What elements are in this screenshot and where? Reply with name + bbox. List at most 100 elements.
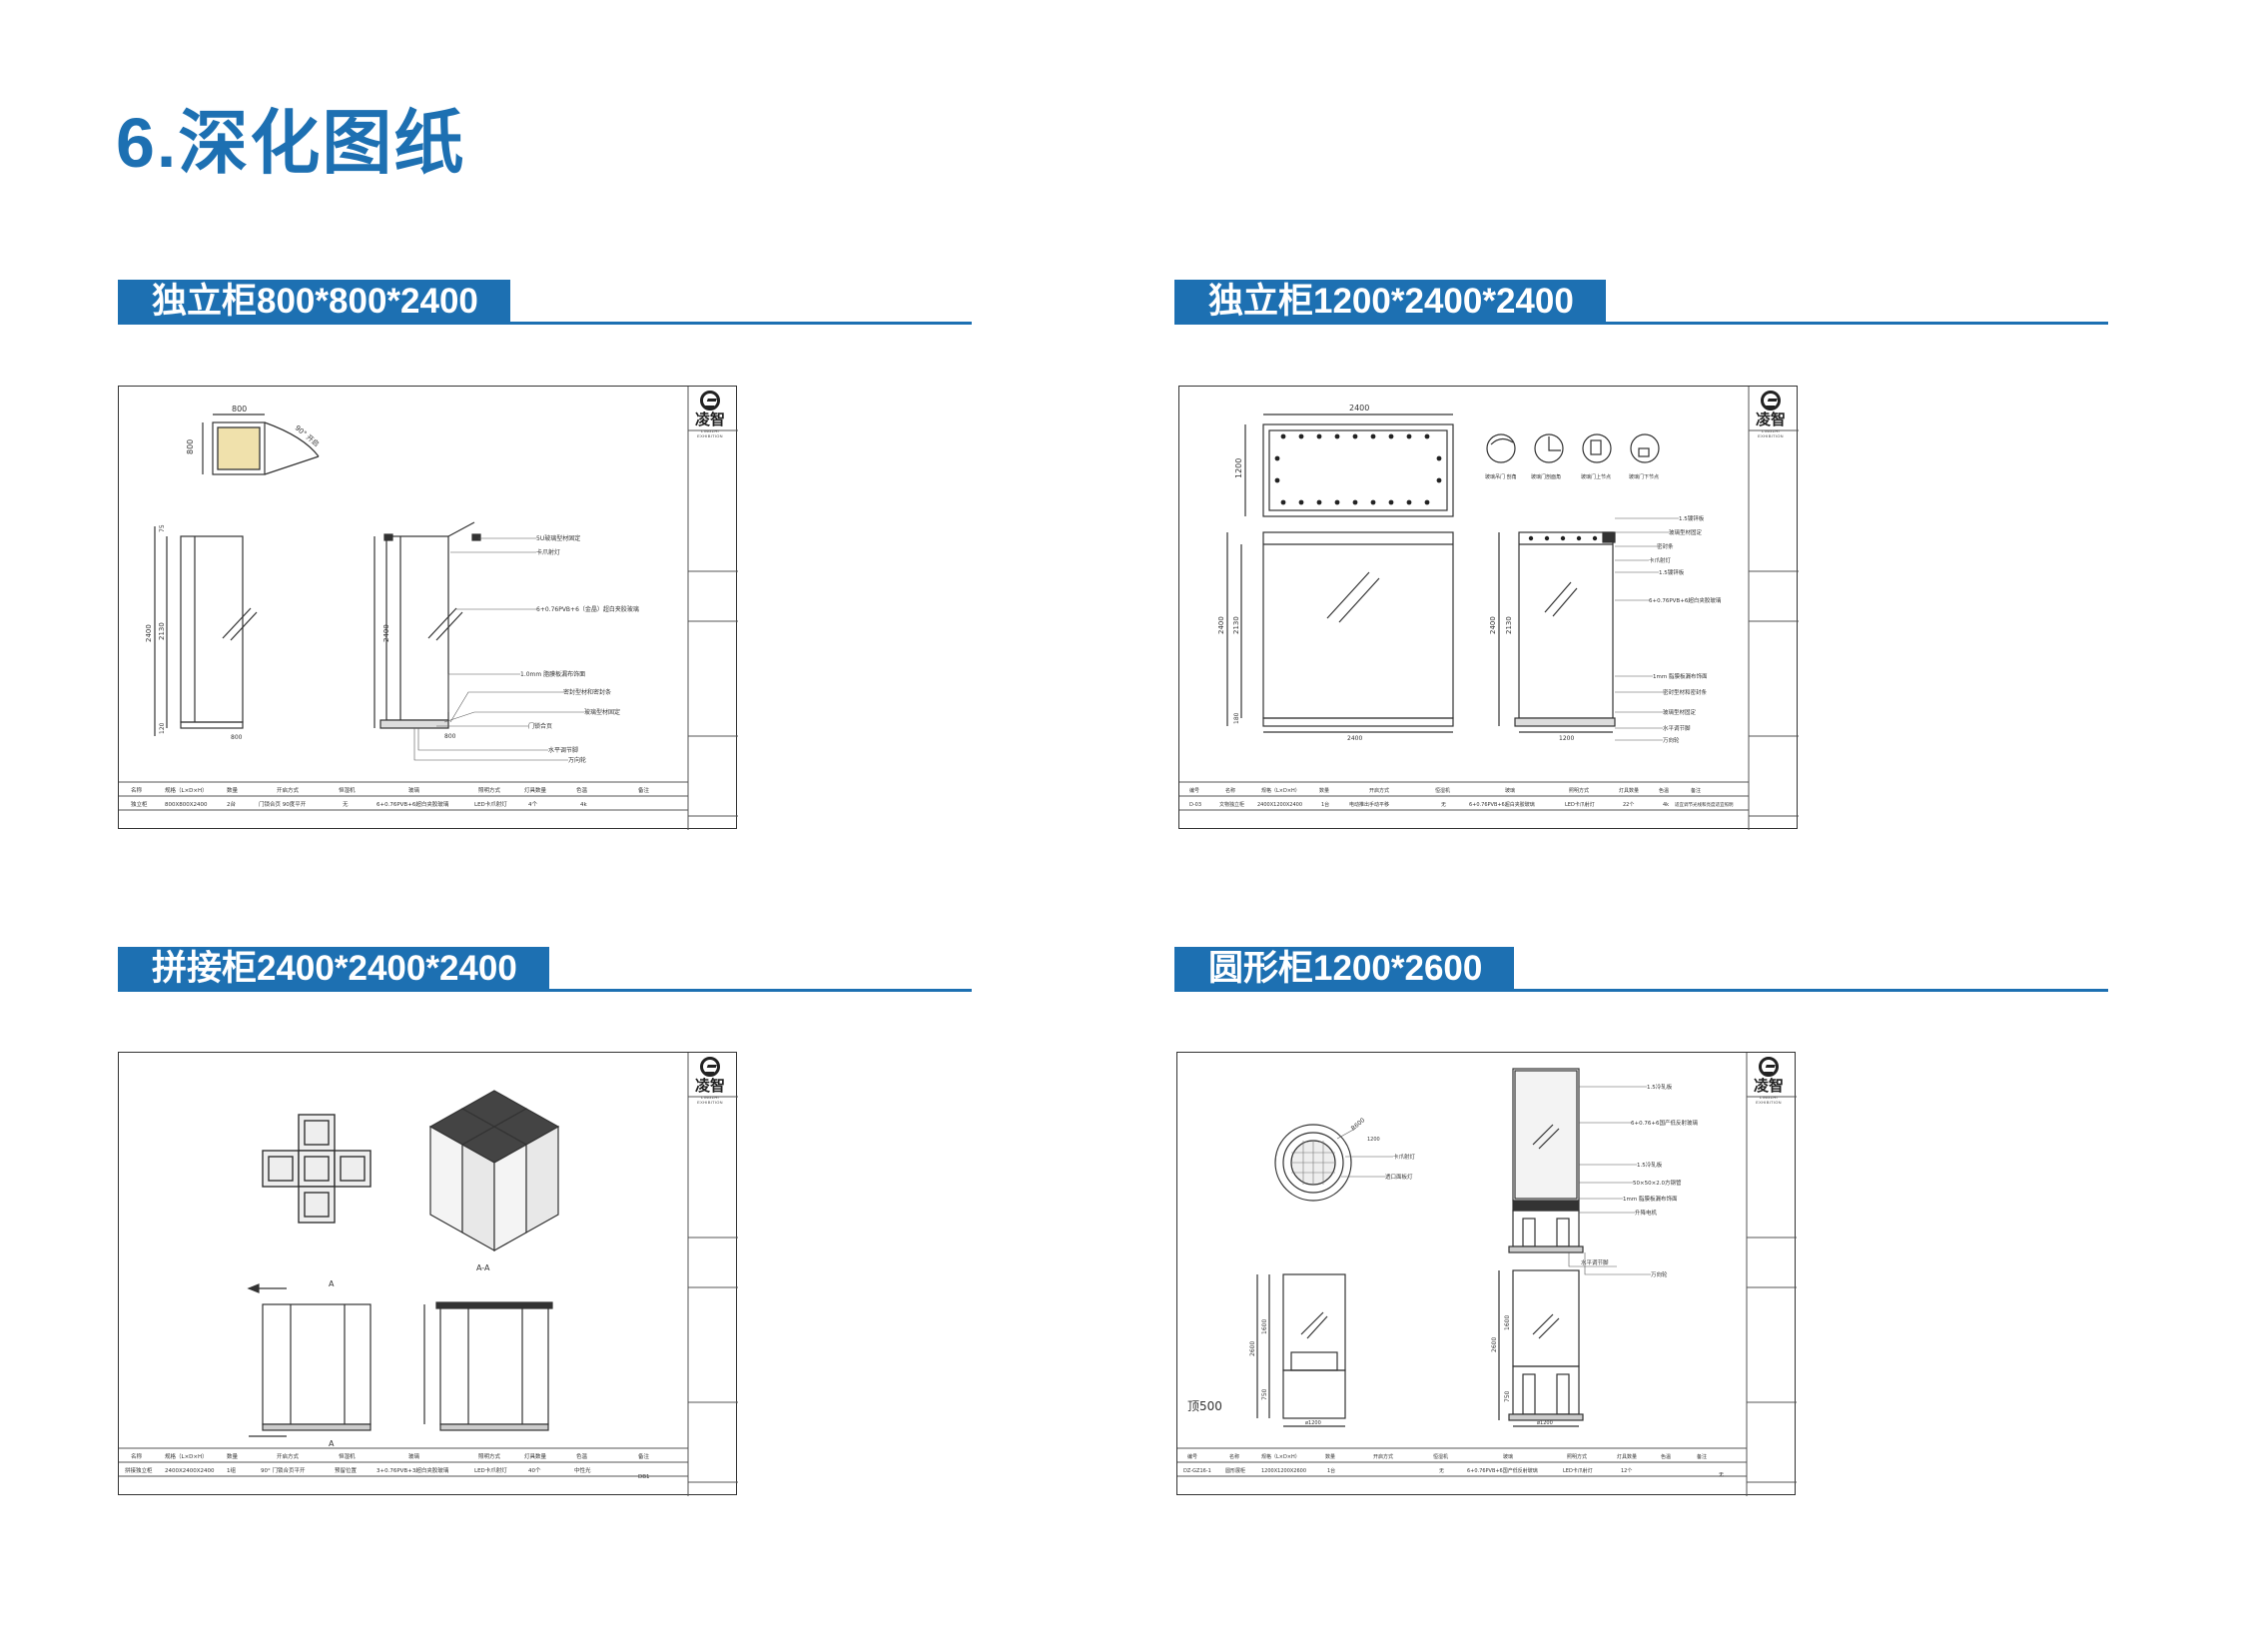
- light-dot: [1592, 535, 1598, 541]
- leaders-1: [413, 537, 584, 761]
- callout-2-10: 万向轮: [1663, 736, 1680, 744]
- td-3-7: 40个: [528, 1467, 541, 1474]
- td-1-2: 2台: [227, 800, 236, 808]
- td-4-5: 无: [1439, 1468, 1444, 1474]
- th-1-3: 开启方式: [277, 786, 300, 794]
- spec-table-4: 编号 名称 规格（L×D×H） 数量 开启方式 恒湿机 玻璃 照明方式 灯具数量…: [1183, 1453, 1724, 1478]
- th-3-5: 玻璃: [408, 1452, 420, 1460]
- brand-mark-icon: [700, 1057, 720, 1077]
- brand-sub: LINGZHI EXHIBITION: [697, 1095, 723, 1105]
- light-dot: [1280, 499, 1286, 505]
- th-4-7: 照明方式: [1567, 1453, 1587, 1460]
- th-1-4: 恒湿机: [339, 786, 356, 794]
- plan-view: [202, 413, 320, 475]
- light-dot: [1370, 499, 1376, 505]
- td-3-8: 中性光: [574, 1466, 591, 1474]
- brand-sub: LINGZHI EXHIBITION: [697, 428, 723, 438]
- td-1-5: 6+0.76PVB+6超白夹胶玻璃: [376, 800, 449, 808]
- callout-4-5: 升降电机: [1635, 1209, 1658, 1217]
- light-dot: [1274, 477, 1280, 483]
- th-1-6: 照明方式: [478, 786, 501, 794]
- section-mark-3-bottom: A: [329, 1439, 335, 1448]
- plan-view-2: [1244, 413, 1454, 517]
- callout-4-0: 1.5冷轧板: [1647, 1083, 1673, 1091]
- td-3-3: 90° 门锁合页平开: [261, 1466, 306, 1474]
- detail-nodes-2: [1486, 433, 1660, 463]
- th-2-4: 开启方式: [1369, 787, 1389, 794]
- th-3-8: 色温: [576, 1452, 588, 1460]
- th-2-0: 编号: [1189, 787, 1199, 794]
- detail-label-2-3: 玻璃门下节点: [1629, 473, 1659, 480]
- td-2-1: 文物独立柜: [1219, 801, 1244, 808]
- light-dot: [1334, 499, 1340, 505]
- th-1-5: 玻璃: [408, 786, 420, 794]
- th-2-6: 玻璃: [1505, 787, 1515, 794]
- td-3-2: 1组: [227, 1466, 236, 1474]
- drawing-sheet-2: 2400 1200 玻璃吊门 剖角 玻璃门剖面角 玻璃门上节点 玻璃门下节点 2…: [1178, 386, 1799, 830]
- light-dot: [1298, 433, 1304, 439]
- dim-small-glass-4: 1600: [1261, 1319, 1268, 1334]
- brand-logo-3: 凌智 LINGZHI EXHIBITION: [688, 1057, 732, 1105]
- section-heading-4: 圆形柜1200*2600: [1174, 947, 2108, 999]
- th-3-7: 灯具数量: [524, 1452, 547, 1460]
- page-title: 6.深化图纸: [116, 104, 466, 182]
- dim-total-height-1: 2400: [145, 624, 153, 642]
- section-heading-1: 独立柜800*800*2400: [118, 280, 972, 332]
- light-dot: [1298, 499, 1304, 505]
- td-4-8: 12个: [1621, 1468, 1632, 1474]
- th-1-8: 色温: [576, 786, 588, 794]
- light-dot: [1280, 433, 1286, 439]
- td-1-1: 800X800X2400: [165, 802, 208, 808]
- note-4: 顶500: [1187, 1399, 1222, 1413]
- dim-section-dia-4: ø1200: [1537, 1420, 1553, 1426]
- th-2-5: 恒湿机: [1435, 787, 1450, 794]
- th-2-8: 灯具数量: [1619, 787, 1639, 794]
- light-dot: [1528, 535, 1534, 541]
- td-2-7: LED卡爪射灯: [1565, 801, 1595, 808]
- light-dot: [1388, 499, 1394, 505]
- th-4-4: 开启方式: [1373, 1453, 1393, 1460]
- dim-width-1: 800: [232, 405, 247, 413]
- td-1-0: 独立柜: [131, 800, 148, 808]
- drawing-sheet-4: R600 1200 卡爪射灯 透口面板灯 2600 1600 750 ø1200…: [1176, 1052, 1797, 1496]
- td-3-5: 3+0.76PVB+3超白夹胶玻璃: [376, 1466, 449, 1474]
- td-1-3: 门锁合页 90度平开: [259, 800, 307, 808]
- td-2-6: 6+0.76PVB+6超白夹胶玻璃: [1469, 801, 1535, 808]
- small-elevation-4: [1256, 1273, 1346, 1427]
- side-lights-2: [1528, 535, 1598, 541]
- callout-4-1: 6+0.76+6国产低反射玻璃: [1631, 1119, 1698, 1127]
- drawing-1: 800 800 90° 开启 2400 2130 75 120 800: [119, 387, 738, 830]
- th-1-7: 灯具数量: [524, 786, 547, 794]
- callout-2-5: 6+0.76PVB+6超白夹胶玻璃: [1649, 596, 1722, 604]
- dim-section-total-4: 2600: [1491, 1337, 1498, 1352]
- light-dot: [1560, 535, 1566, 541]
- callout-1-8: 万向轮: [568, 756, 586, 764]
- td-4-1: 圆形展柜: [1225, 1467, 1245, 1474]
- th-4-2: 规格（L×D×H）: [1261, 1453, 1300, 1460]
- callout-4-6: 水平调节脚: [1581, 1258, 1609, 1266]
- callout-4-4: 1mm 脂膜板漏布饰面: [1623, 1195, 1678, 1203]
- dim-radius-4: R600: [1350, 1117, 1367, 1133]
- light-dot: [1424, 499, 1430, 505]
- spec-table-2: 编号 名称 规格（L×D×H） 数量 开启方式 恒湿机 玻璃 照明方式 灯具数量…: [1189, 787, 1734, 808]
- th-1-9: 备注: [638, 786, 650, 794]
- td-4-7: LED卡爪射灯: [1563, 1467, 1593, 1474]
- dim-plan-width-2: 2400: [1349, 404, 1369, 413]
- drawing-sheet-3: A-A A A 名称 规格（L×D×H） 数量 开启方式 恒湿机 玻璃: [118, 1052, 738, 1496]
- td-2-3: 1台: [1321, 801, 1329, 808]
- section-tag-2: 独立柜1200*2400*2400: [1174, 280, 1606, 324]
- light-dot: [1388, 433, 1394, 439]
- section-tag-1: 独立柜800*800*2400: [118, 280, 510, 324]
- dim-top-1: 75: [159, 524, 166, 532]
- callout-1-2: 6+0.76PVB+6（金晶）超白夹胶玻璃: [536, 605, 639, 613]
- brand-name: 凌智: [1753, 1077, 1784, 1095]
- th-4-0: 编号: [1187, 1453, 1197, 1460]
- dim-top-4: 1200: [1367, 1137, 1380, 1143]
- th-3-0: 名称: [131, 1452, 143, 1460]
- callout-1-7: 水平调节脚: [548, 746, 578, 754]
- th-3-9: 备注: [638, 1452, 650, 1460]
- light-dot: [1544, 535, 1550, 541]
- dim-small-total-4: 2600: [1249, 1341, 1256, 1356]
- callout-2-7: 密封型材和密封条: [1663, 688, 1708, 696]
- td-1-8: 4k: [580, 802, 587, 808]
